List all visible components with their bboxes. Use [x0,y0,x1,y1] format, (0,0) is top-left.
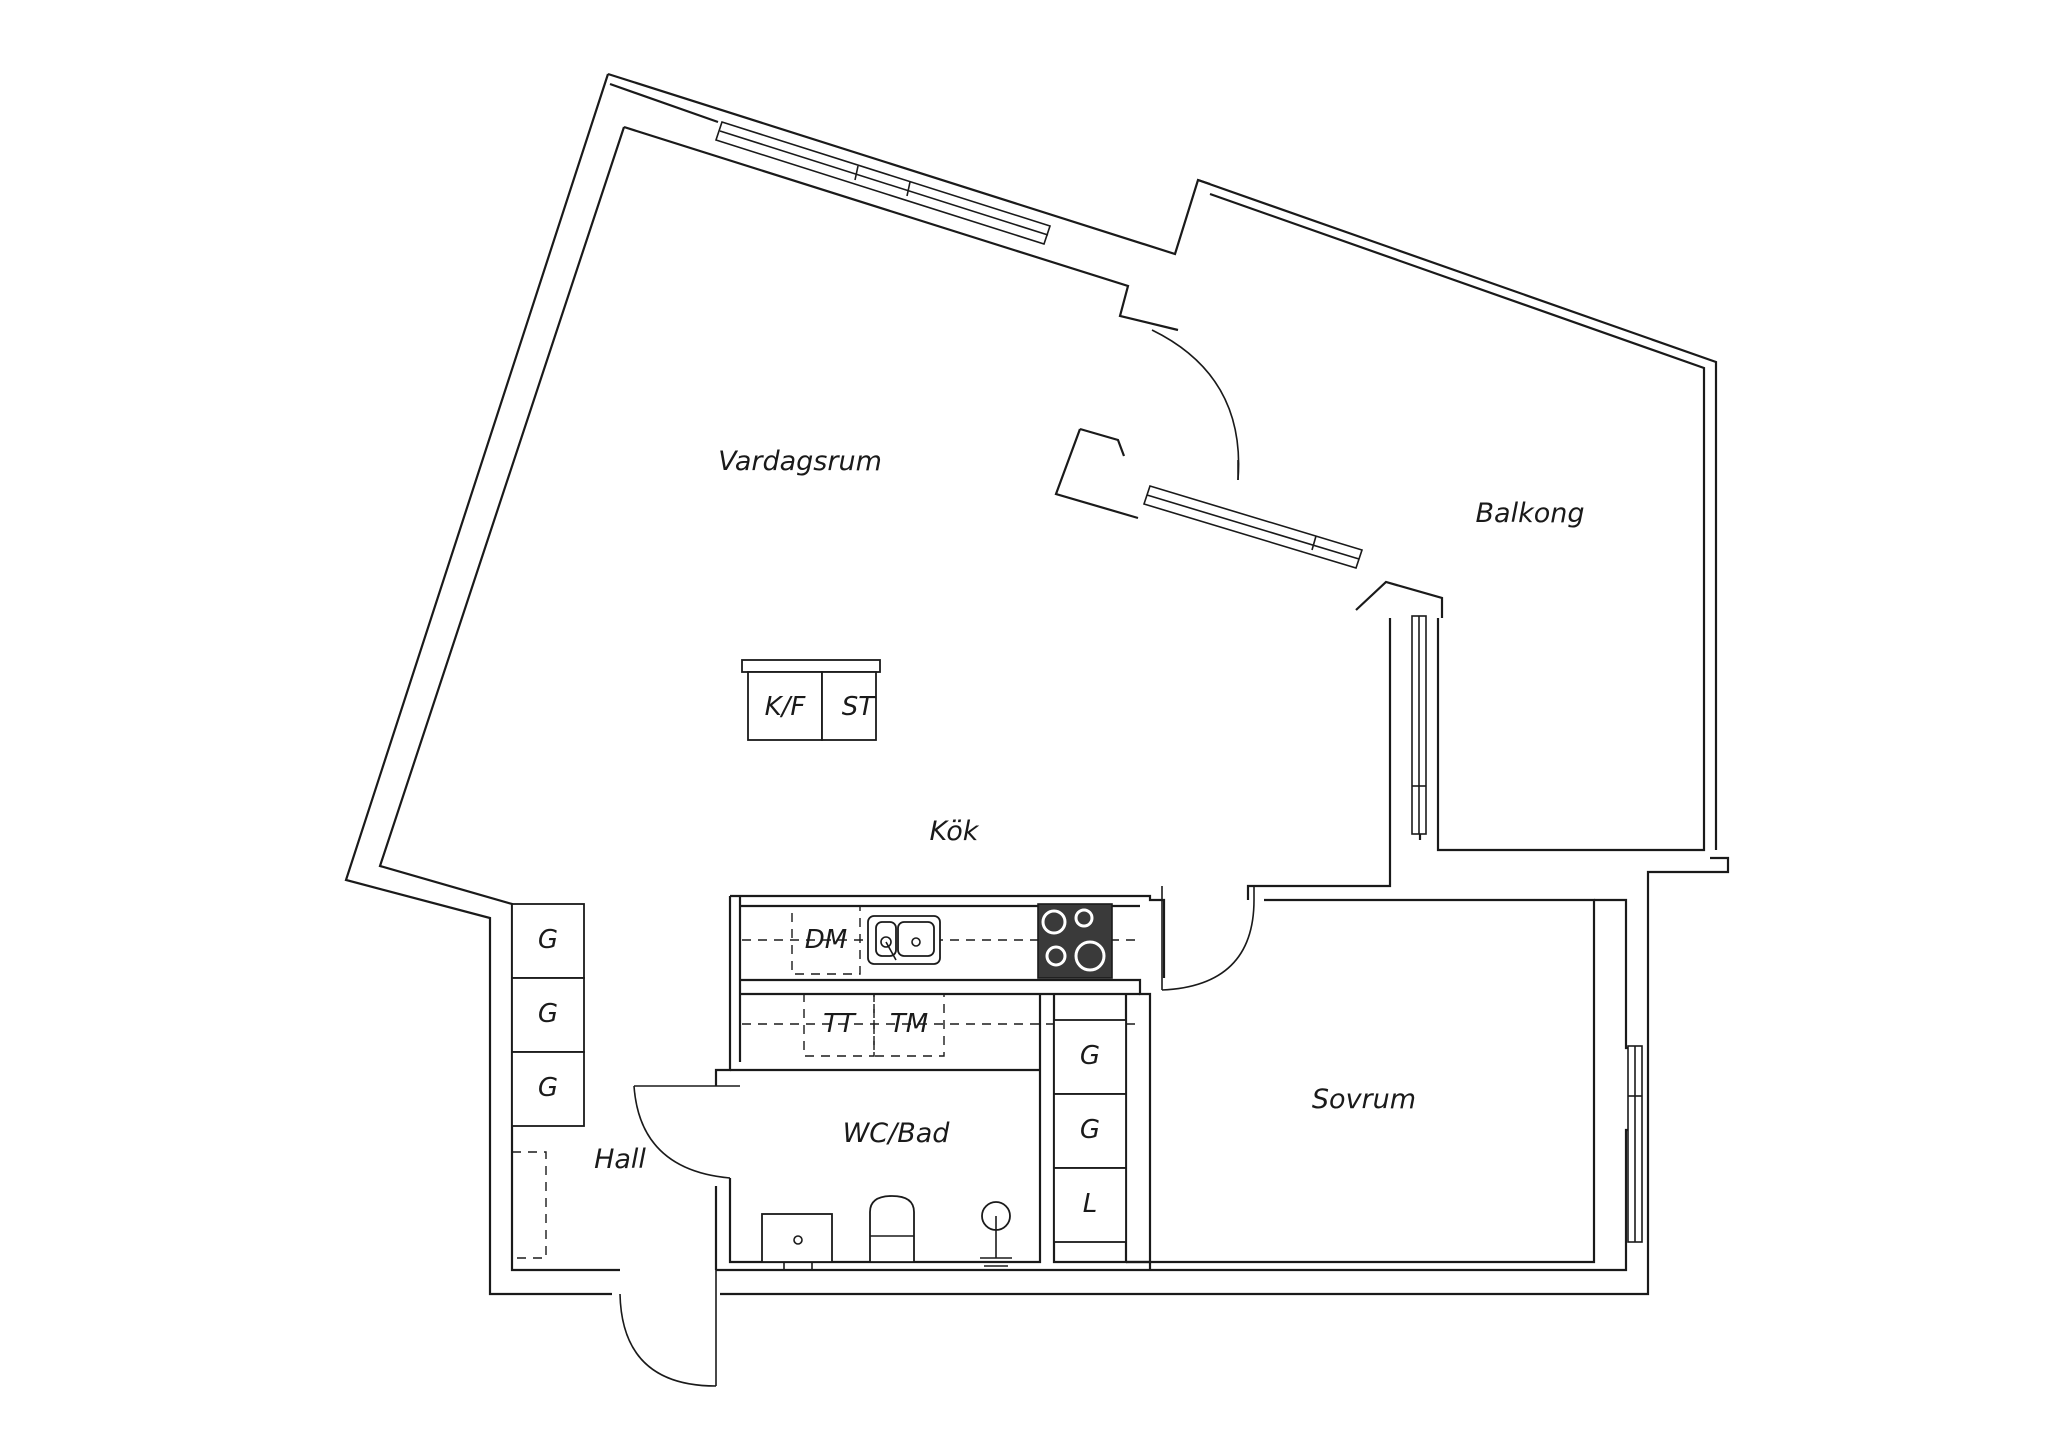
laundry: TT TM [742,993,1140,1057]
interior-walls [714,894,1596,1270]
hall-wardrobe-label: G [538,925,558,955]
room-labels: Vardagsrum Balkong Kök Sovrum WC/Bad Hal… [594,446,1584,1175]
kitchen-island: K/F ST [741,659,881,741]
windows [714,120,1643,1243]
bedroom-linen-closet-label: L [1083,1189,1098,1219]
tumble-dryer-label: TT [823,1009,857,1039]
dishwasher-label: DM [805,925,847,955]
bedroom-linen-closet [1053,1167,1127,1243]
hall-shelf [511,1151,547,1259]
hall-wardrobe [511,1051,585,1127]
bedroom-wardrobe [1053,1019,1127,1095]
washing-machine [873,993,945,1057]
doors [619,329,1255,1387]
hall-wardrobe-label: G [538,1073,558,1103]
sink [867,915,941,965]
room-label-hall: Hall [594,1144,646,1175]
toilet [869,1195,915,1263]
washing-machine-label: TM [890,1009,928,1039]
fridge-freezer [747,671,823,741]
kitchen-counter: DM [742,903,1140,979]
balcony-door [1151,329,1240,481]
dishwasher [791,905,861,975]
shower [980,1201,1012,1267]
hall-wardrobe-label: G [538,999,558,1029]
bedroom-wardrobe-label: G [1080,1115,1100,1145]
room-label-kok: Kök [930,816,980,847]
bathroom-fixtures [761,1195,1012,1270]
washbasin [761,1213,833,1270]
bedroom-wardrobes: G G L [1053,1019,1127,1243]
room-label-sovrum: Sovrum [1312,1084,1416,1115]
bedroom-wardrobe-label: G [1080,1041,1100,1071]
storage-cabinet [821,671,877,741]
bedroom-door [1161,899,1255,991]
storage-cabinet-label: ST [842,692,877,722]
fridge-freezer-label: K/F [765,692,807,722]
hall-wardrobes: G G G [511,903,585,1259]
room-label-wc-bad: WC/Bad [843,1118,951,1149]
room-label-vardagsrum: Vardagsrum [718,446,882,477]
entrance-door [619,1293,717,1387]
bathroom-door [633,1085,731,1179]
room-label-balkong: Balkong [1476,498,1585,529]
cooktop [1037,903,1113,979]
hall-wardrobe [511,977,585,1053]
